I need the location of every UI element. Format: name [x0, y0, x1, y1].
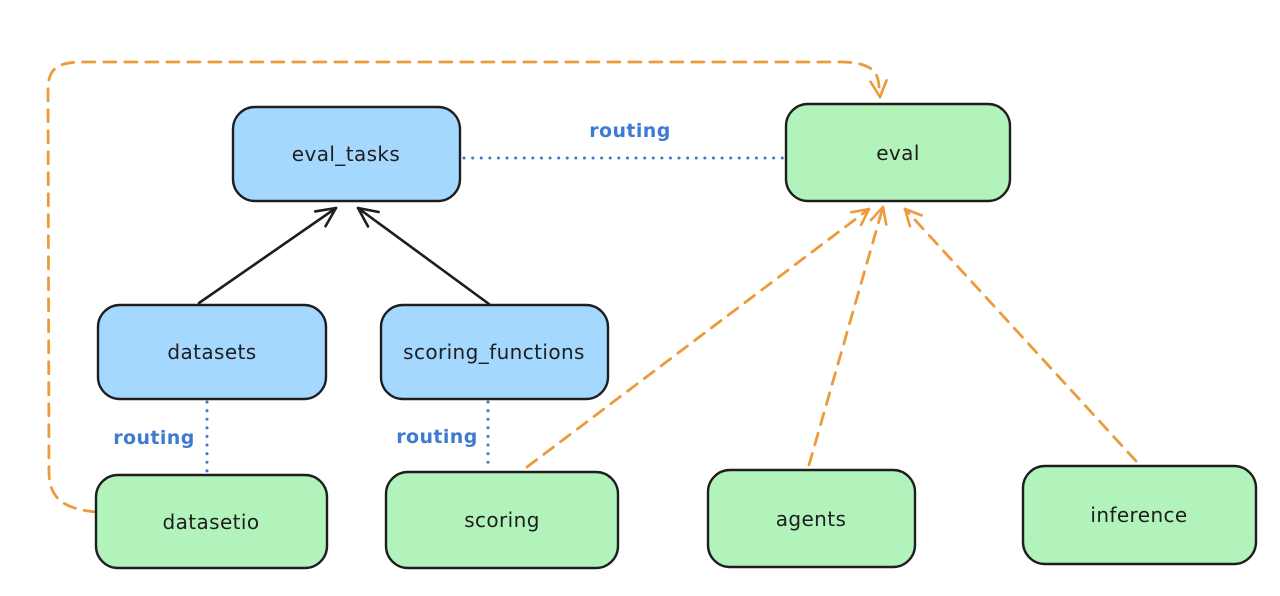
edge-agents-eval: [807, 205, 888, 467]
node-agents-label: agents: [776, 507, 847, 531]
edge-scoring-functions-eval-tasks: [356, 206, 491, 306]
node-datasets-label: datasets: [167, 340, 256, 364]
node-eval-label: eval: [876, 141, 920, 165]
node-datasetio-label: datasetio: [162, 510, 259, 534]
node-eval: eval: [784, 102, 1012, 203]
node-inference-box: [1021, 464, 1258, 566]
routing-label-datasets: routing: [113, 427, 194, 449]
node-scoring-box: [384, 470, 620, 570]
node-inference-label: inference: [1090, 503, 1187, 527]
node-eval-box: [784, 102, 1012, 203]
node-scoring: scoring: [384, 470, 620, 570]
edge-inference-eval: [903, 207, 1138, 463]
edge-datasets-eval-tasks: [197, 206, 338, 305]
node-scoring-functions: scoring_functions: [379, 303, 610, 401]
node-eval-tasks-box: [231, 105, 462, 203]
routing-label-scoring: routing: [396, 426, 477, 448]
node-datasets: datasets: [96, 303, 328, 401]
node-datasetio: datasetio: [94, 473, 329, 570]
node-scoring-functions-label: scoring_functions: [403, 340, 585, 364]
node-datasets-box: [96, 303, 328, 401]
node-agents-box: [706, 468, 917, 569]
node-scoring-functions-box: [379, 303, 610, 401]
edge-scoring-eval: [525, 207, 871, 469]
routing-label-top: routing: [589, 120, 670, 142]
node-agents: agents: [706, 468, 917, 569]
node-inference: inference: [1021, 464, 1258, 566]
node-scoring-label: scoring: [464, 508, 540, 532]
node-eval-tasks-label: eval_tasks: [292, 142, 400, 166]
node-eval-tasks: eval_tasks: [231, 105, 462, 203]
node-datasetio-box: [94, 473, 329, 570]
